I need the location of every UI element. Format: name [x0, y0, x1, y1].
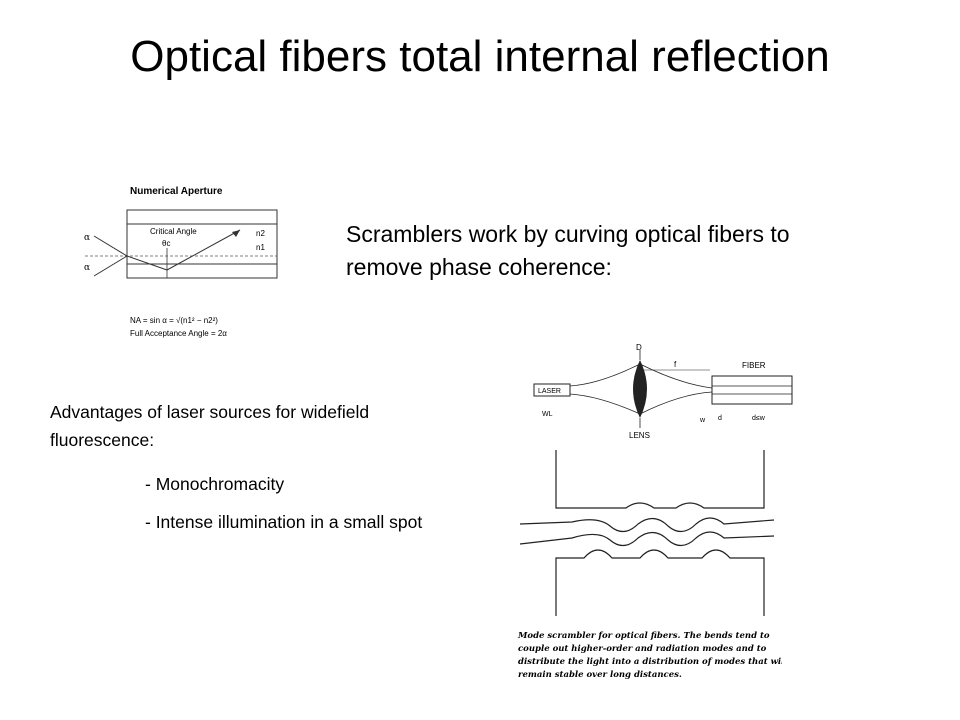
fiber-label: FIBER — [742, 361, 766, 370]
advantages-heading: Advantages of laser sources for widefiel… — [50, 402, 370, 450]
alpha-label-bottom: α — [84, 263, 90, 273]
fiber-upper-edge — [519, 517, 775, 533]
refracted-ray — [126, 255, 168, 271]
advantage-item: - Monochromacity — [145, 474, 285, 494]
fiber-lower-edge — [519, 531, 775, 547]
fiber-body — [711, 375, 793, 405]
na-formula: NA = sin α = √(n1² − n2²) — [130, 316, 218, 325]
scrambler-description: Scramblers work by curving optical fiber… — [346, 221, 790, 280]
advantage-item: - Intense illumination in a small spot — [145, 512, 423, 532]
mode-scrambler-figure: Mode scrambler for optical fibers. The b… — [517, 450, 782, 680]
lower-clamp — [555, 549, 765, 616]
theta-label: θc — [162, 239, 170, 248]
n2-label: n2 — [256, 229, 265, 238]
critical-angle-label: Critical Angle — [150, 227, 197, 236]
laser-coupling-figure: LASER D LENS f FIBER WL w d d≤w — [533, 343, 793, 440]
n1-label: n1 — [256, 243, 265, 252]
incident-ray-upper — [93, 235, 128, 257]
d-label: D — [636, 343, 642, 352]
caption-line: Mode scrambler for optical fibers. The b… — [517, 631, 770, 641]
lens-icon — [633, 360, 647, 418]
alpha-label-top: α — [84, 233, 90, 243]
laser-label: LASER — [538, 388, 561, 395]
d-small-label: d — [718, 415, 722, 422]
fiber-outer-rect — [126, 209, 278, 279]
lens-label: LENS — [629, 431, 650, 440]
numerical-aperture-figure: Numerical Aperture Critical Angle θc α α… — [84, 186, 278, 338]
caption-line: distribute the light into a distribution… — [518, 657, 782, 667]
advantages-block: Advantages of laser sources for widefiel… — [50, 398, 430, 536]
acceptance-angle: Full Acceptance Angle = 2α — [130, 329, 227, 338]
f-label: f — [674, 360, 677, 369]
wl-label: WL — [542, 411, 553, 418]
caption-line: remain stable over long distances. — [518, 670, 682, 680]
caption-line: couple out higher-order and radiation mo… — [518, 644, 767, 654]
slide-title: Optical fibers total internal reflection — [130, 32, 830, 81]
reflected-ray — [166, 229, 241, 271]
arrowhead-icon — [232, 230, 240, 237]
laser-box — [533, 383, 571, 397]
incident-ray-lower — [93, 255, 128, 277]
d-le-w-label: d≤w — [752, 415, 766, 422]
w-label: w — [699, 417, 706, 424]
na-heading: Numerical Aperture — [130, 186, 223, 197]
upper-clamp — [555, 450, 765, 509]
